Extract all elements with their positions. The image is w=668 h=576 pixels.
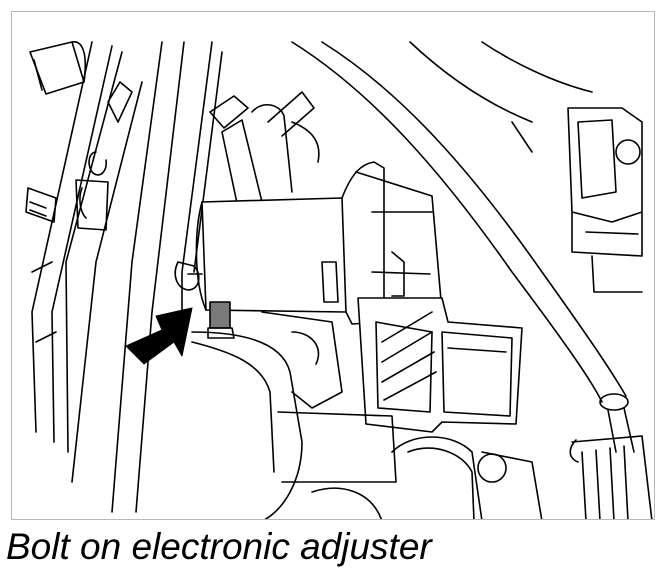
right-unit <box>567 107 643 293</box>
engine-bay-line-drawing <box>25 41 653 519</box>
left-bracket <box>25 41 143 483</box>
figure-caption: Bolt on electronic adjuster <box>6 526 432 567</box>
left-pipe <box>29 41 87 95</box>
connector-block <box>357 297 523 433</box>
central-posts <box>111 41 223 513</box>
curved-hose <box>291 41 635 453</box>
ribbed-housing <box>569 435 653 519</box>
adjuster-bolt <box>207 301 235 339</box>
callout-arrow-icon <box>125 307 193 365</box>
adjuster-body <box>174 161 443 325</box>
illustration-frame <box>11 11 655 520</box>
